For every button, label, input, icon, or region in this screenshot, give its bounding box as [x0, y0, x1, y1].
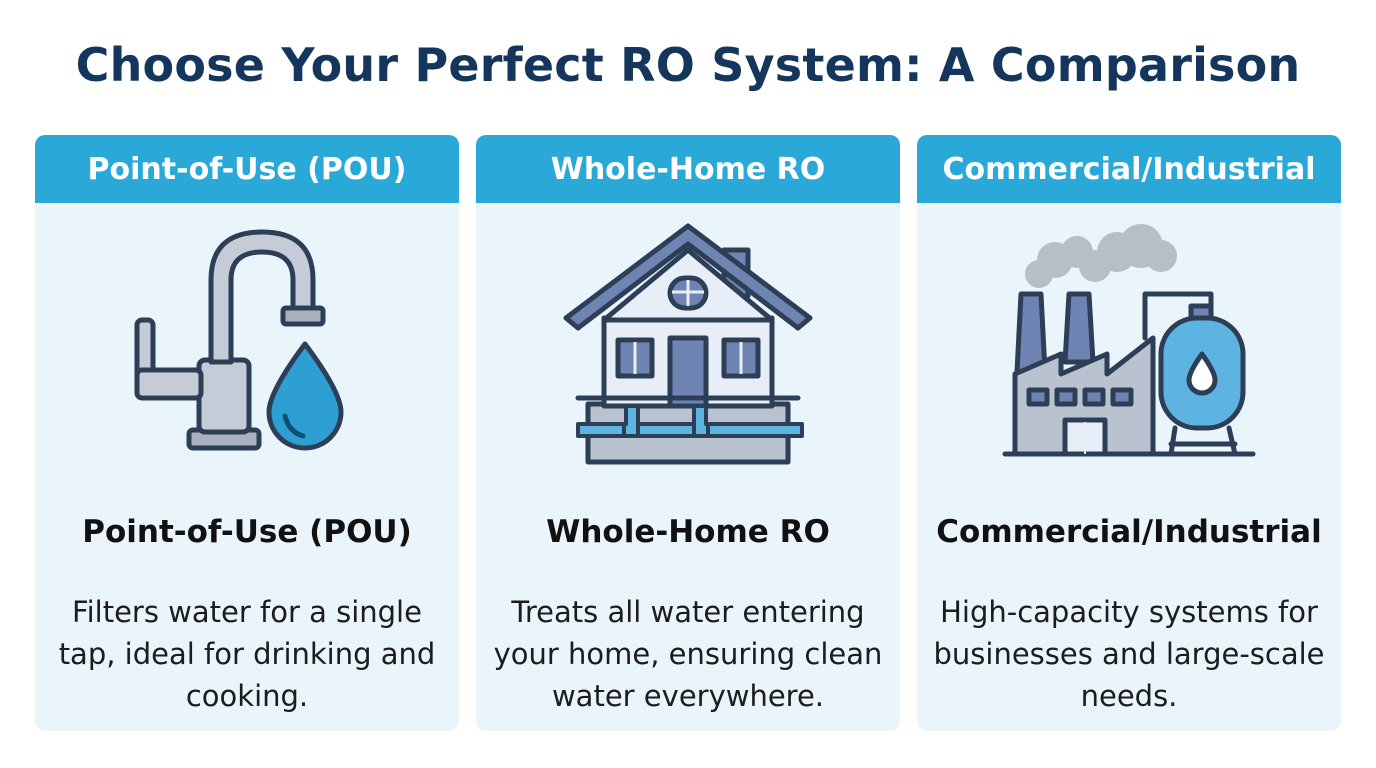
- card-point-of-use: Point-of-Use (POU) Point-of-Use (POU) Fi…: [35, 135, 459, 731]
- card-heading: Whole-Home RO: [546, 514, 830, 550]
- card-commercial-industrial: Commercial/Industrial: [917, 135, 1341, 731]
- card-header: Point-of-Use (POU): [35, 135, 459, 203]
- card-header: Commercial/Industrial: [917, 135, 1341, 203]
- card-heading: Commercial/Industrial: [936, 514, 1322, 550]
- card-header: Whole-Home RO: [476, 135, 900, 203]
- house-icon: [476, 217, 900, 487]
- faucet-icon: [35, 217, 459, 487]
- factory-icon: [917, 217, 1341, 487]
- card-description: Filters water for a single tap, ideal fo…: [58, 595, 436, 713]
- card-whole-home: Whole-Home RO: [476, 135, 900, 731]
- card-description: Treats all water entering your home, ens…: [493, 595, 883, 713]
- card-heading: Point-of-Use (POU): [82, 514, 412, 550]
- card-description: High-capacity systems for businesses and…: [933, 595, 1325, 713]
- page-title: Choose Your Perfect RO System: A Compari…: [75, 38, 1301, 92]
